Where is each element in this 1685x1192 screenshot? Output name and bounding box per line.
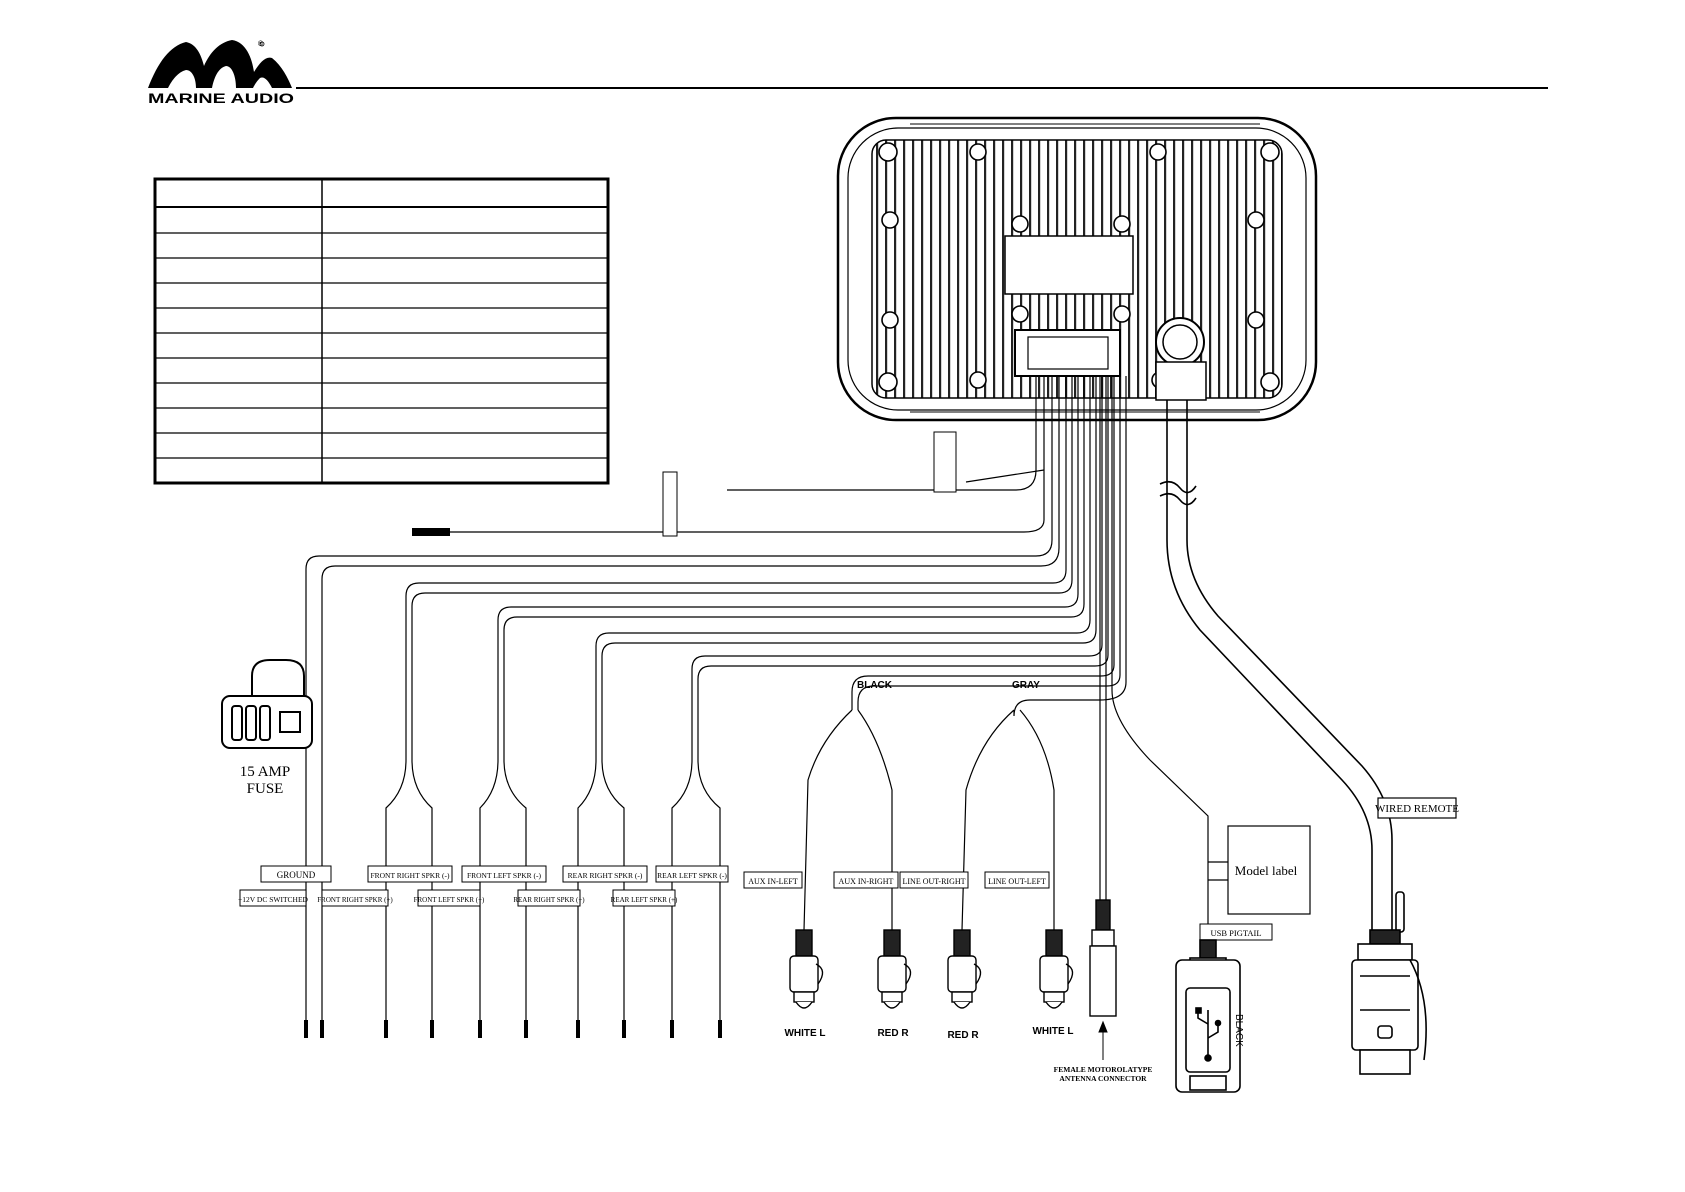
rca-plug-red-r-2 bbox=[947, 929, 982, 1009]
antenna-label-line1: FEMALE MOTOROLATYPE bbox=[1054, 1065, 1153, 1074]
bare-wire-ends bbox=[304, 1020, 722, 1038]
tag-ground: GROUND bbox=[277, 870, 316, 880]
tag-rear-left-plus: REAR LEFT SPKR (+) bbox=[611, 896, 678, 904]
remote-port bbox=[1155, 317, 1207, 401]
brand-logo: ® MARINE AUDIO bbox=[148, 40, 294, 106]
usb-pigtail-label: USB PIGTAIL bbox=[1210, 928, 1261, 938]
main-harness-plug bbox=[1014, 329, 1121, 377]
harness-wires bbox=[305, 376, 1209, 1036]
bluetooth-antenna-lead bbox=[933, 431, 1045, 493]
tag-front-right-plus: FRONT RIGHT SPKR (+) bbox=[317, 896, 393, 904]
tag-rear-left-minus: REAR LEFT SPKR (-) bbox=[657, 871, 727, 880]
fuse-holder bbox=[221, 659, 313, 749]
wire-color-table bbox=[153, 177, 610, 485]
tag-front-left-plus: FRONT LEFT SPKR (+) bbox=[414, 896, 485, 904]
rca-label-white-l-2: WHITE L bbox=[1032, 1026, 1073, 1037]
center-label-area bbox=[1004, 235, 1134, 295]
usb-color-label: BLACK bbox=[1233, 1014, 1244, 1047]
fuse-label-line2: FUSE bbox=[247, 781, 284, 797]
tag-front-right-minus: FRONT RIGHT SPKR (-) bbox=[370, 871, 450, 880]
rca-label-red-r-1: RED R bbox=[877, 1028, 909, 1039]
rca-label-white-l-1: WHITE L bbox=[784, 1028, 825, 1039]
fm-antenna-tag bbox=[412, 471, 678, 537]
wire-tag-boxes-bottom bbox=[239, 889, 676, 907]
rca-plug-white-l-2 bbox=[1039, 929, 1074, 1009]
tag-rear-right-plus: REAR RIGHT SPKR (+) bbox=[513, 896, 585, 904]
wired-remote-label: WIRED REMOTE bbox=[1375, 803, 1459, 815]
speaker-wire-splits bbox=[385, 759, 721, 1036]
rca-plug-white-l-1 bbox=[789, 929, 824, 1009]
tag-aux-in-right: AUX IN-RIGHT bbox=[839, 877, 894, 886]
usb-pigtail-tag bbox=[1199, 923, 1273, 941]
registered-icon bbox=[259, 41, 265, 47]
rca-tag-boxes bbox=[743, 871, 1050, 889]
tag-aux-in-left: AUX IN-LEFT bbox=[748, 877, 798, 886]
antenna-arrow bbox=[1098, 1020, 1108, 1060]
rca-label-red-r-2: RED R bbox=[947, 1030, 979, 1041]
wire-tag-boxes-top bbox=[260, 865, 729, 883]
usb-icon bbox=[1195, 1007, 1222, 1062]
fuse-label-line1: 15 AMP bbox=[240, 764, 290, 780]
tag-line-out-right: LINE OUT-RIGHT bbox=[902, 877, 965, 886]
rca-plug-red-r-1 bbox=[877, 929, 912, 1009]
wire-color-gray: GRAY bbox=[1012, 680, 1040, 691]
wired-remote-cable bbox=[1159, 400, 1393, 940]
model-label-callout bbox=[1208, 825, 1311, 915]
tag-rear-right-minus: REAR RIGHT SPKR (-) bbox=[568, 871, 643, 880]
wired-remote-tag bbox=[1377, 797, 1457, 819]
brand-name: MARINE AUDIO bbox=[148, 91, 294, 106]
antenna-label-line2: ANTENNA CONNECTOR bbox=[1059, 1074, 1147, 1083]
head-unit-rear bbox=[836, 116, 1318, 422]
tag-front-left-minus: FRONT LEFT SPKR (-) bbox=[467, 871, 542, 880]
tag-line-out-left: LINE OUT-LEFT bbox=[988, 877, 1046, 886]
model-label-text: Model label bbox=[1235, 863, 1298, 878]
antenna-connector bbox=[1089, 899, 1117, 1017]
tag-12v-switched: +12V DC SWITCHED bbox=[238, 895, 309, 904]
wire-color-black: BLACK bbox=[857, 680, 893, 691]
rca-splits bbox=[803, 709, 1055, 931]
registered-mark: ® bbox=[258, 40, 264, 48]
remote-connector bbox=[1351, 891, 1427, 1075]
